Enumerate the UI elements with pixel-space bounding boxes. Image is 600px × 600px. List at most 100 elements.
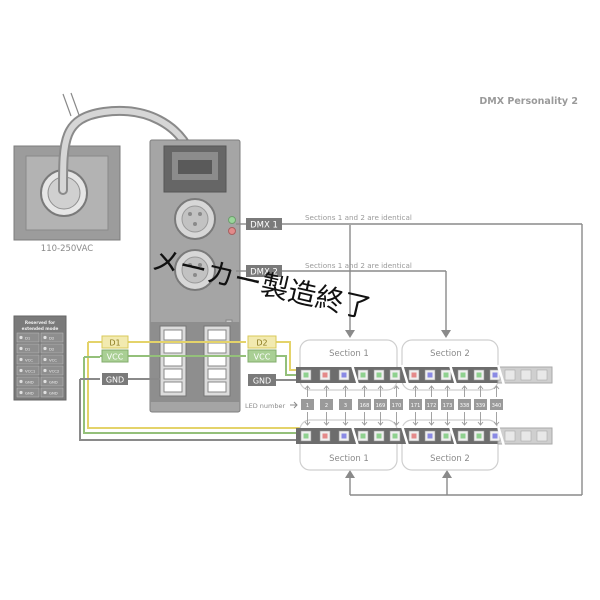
led-number-up-arrow xyxy=(361,385,368,397)
legend-title-line2: extended mode xyxy=(22,326,59,331)
led-chip xyxy=(322,433,328,439)
legend-title-line1: Reserved for xyxy=(25,320,56,325)
led-chip xyxy=(322,372,328,378)
led-number-up-arrow xyxy=(393,385,400,397)
d2-label: D2 xyxy=(256,339,267,348)
led-number-up-arrow xyxy=(342,385,349,397)
led-number-down-arrow xyxy=(428,412,435,426)
d2-label-box xyxy=(247,335,277,349)
led-chip xyxy=(360,433,366,439)
led-number-down-arrow xyxy=(323,412,330,426)
led-number-box xyxy=(490,399,503,410)
led-number-down-arrow xyxy=(304,412,311,426)
led-number-up-arrow xyxy=(461,385,468,397)
led-number-box xyxy=(320,399,333,410)
strip-break-icon xyxy=(400,425,410,447)
led-chip xyxy=(427,372,433,378)
led-cell-inactive xyxy=(520,430,532,442)
led-number: 338 xyxy=(460,403,470,409)
led-number: 339 xyxy=(476,403,486,409)
strip-break-icon xyxy=(350,364,360,386)
power-label: 110-250VAC xyxy=(41,244,93,254)
status-led-green xyxy=(228,216,236,224)
led-number-up-arrow xyxy=(377,385,384,397)
led-number-arrow-icon xyxy=(290,401,298,409)
top-led-strip xyxy=(296,364,553,386)
strip-break-icon xyxy=(400,364,410,386)
led-chip xyxy=(392,372,398,378)
strip-wiring xyxy=(79,341,300,441)
led-number: 3 xyxy=(344,403,347,409)
led-chip xyxy=(341,433,347,439)
led-number-down-arrow xyxy=(444,412,451,426)
bottom-section-1-label: Section 1 xyxy=(329,454,369,464)
led-number-box xyxy=(390,399,403,410)
extended-mode-legend: Reserved for extended mode D1D1VCCVCC1GN… xyxy=(13,315,67,401)
legend-left-label: VCC1 xyxy=(25,368,36,373)
strip-break-icon xyxy=(350,425,360,447)
led-number-down-arrow xyxy=(393,412,400,426)
led-number-down-arrow xyxy=(361,412,368,426)
led-chip xyxy=(476,433,482,439)
legend-right-label: GND xyxy=(49,390,58,395)
led-chip xyxy=(443,433,449,439)
led-number-down-arrow xyxy=(493,412,500,426)
dmx1-note: Sections 1 and 2 are identical xyxy=(305,213,412,222)
legend-left-label: D1 xyxy=(25,335,31,340)
bottom-led-strip xyxy=(296,425,553,447)
gnd2-label-box xyxy=(248,374,276,386)
legend-left-label: VCC xyxy=(25,357,33,362)
strip-break-icon xyxy=(448,425,458,447)
led-chip xyxy=(492,433,498,439)
vcc1-label-box xyxy=(101,349,129,363)
d1-label: D1 xyxy=(109,339,120,348)
diagram-title: DMX Personality 2 xyxy=(479,96,578,107)
led-number-down-arrow xyxy=(377,412,384,426)
led-number-up-arrow xyxy=(428,385,435,397)
strip-break-icon xyxy=(496,425,506,447)
led-number-down-arrow xyxy=(477,412,484,426)
led-number: 2 xyxy=(325,403,328,409)
top-section-2-label: Section 2 xyxy=(430,349,470,359)
led-chip xyxy=(411,372,417,378)
dmx-arrows xyxy=(345,330,452,478)
led-number-up-arrow xyxy=(412,385,419,397)
legend-right-label: D2 xyxy=(49,335,55,340)
led-chip xyxy=(492,372,498,378)
gnd1-label-box xyxy=(102,373,128,385)
vcc1-label: VCC xyxy=(107,353,124,362)
led-number-up-arrow xyxy=(323,385,330,397)
led-number-box xyxy=(474,399,487,410)
led-chip xyxy=(443,372,449,378)
strip-break-icon xyxy=(448,364,458,386)
led-chip xyxy=(376,372,382,378)
dmx2-label: DMX 2 xyxy=(250,268,278,278)
d1-label-box xyxy=(101,335,129,349)
led-number-box xyxy=(301,399,314,410)
led-number-box xyxy=(458,399,471,410)
led-cell-inactive xyxy=(520,369,532,381)
led-chip xyxy=(376,433,382,439)
led-number-box xyxy=(425,399,438,410)
led-number-up-arrow xyxy=(444,385,451,397)
terminal-block-2 xyxy=(203,325,231,397)
legend-right-label: VCC xyxy=(49,357,57,362)
terminal-block-1 xyxy=(159,325,187,397)
legend-left-label: GND xyxy=(25,390,34,395)
led-number: 172 xyxy=(427,403,437,409)
led-chip xyxy=(476,372,482,378)
led-number-down-arrow xyxy=(412,412,419,426)
led-number: 171 xyxy=(411,403,421,409)
legend-left-label: D1 xyxy=(25,346,31,351)
led-chip xyxy=(360,372,366,378)
led-chip xyxy=(427,433,433,439)
legend-left-label: GND xyxy=(25,379,34,384)
vcc2-label-box xyxy=(247,349,277,363)
legend-right-label: VCC2 xyxy=(49,368,60,373)
vcc2-label: VCC xyxy=(254,353,271,362)
gnd1-label: GND xyxy=(106,376,124,385)
led-number-down-arrow xyxy=(461,412,468,426)
led-number-up-arrow xyxy=(477,385,484,397)
dmx2-label-box xyxy=(246,265,282,277)
